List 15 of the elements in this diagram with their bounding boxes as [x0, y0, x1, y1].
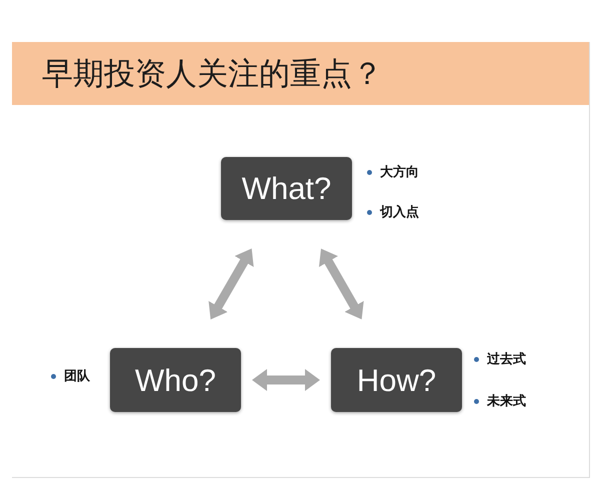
bullet-text: 团队 [64, 367, 90, 385]
node-label: How? [356, 364, 436, 396]
process-box [221, 157, 352, 220]
bullet-text: 切入点 [380, 203, 419, 221]
process-box [110, 348, 241, 412]
process-box [331, 348, 462, 412]
double-arrow [252, 369, 320, 391]
double-arrow [318, 248, 364, 320]
node-label: What? [242, 173, 332, 204]
bullet-text: 大方向 [380, 163, 419, 181]
double-arrow [208, 248, 254, 320]
bullet-text: 过去式 [487, 350, 526, 368]
node-label: Who? [135, 364, 216, 396]
title: 早期投资人关注的重点？ [42, 58, 383, 89]
bullet-text: 未来式 [487, 392, 526, 410]
